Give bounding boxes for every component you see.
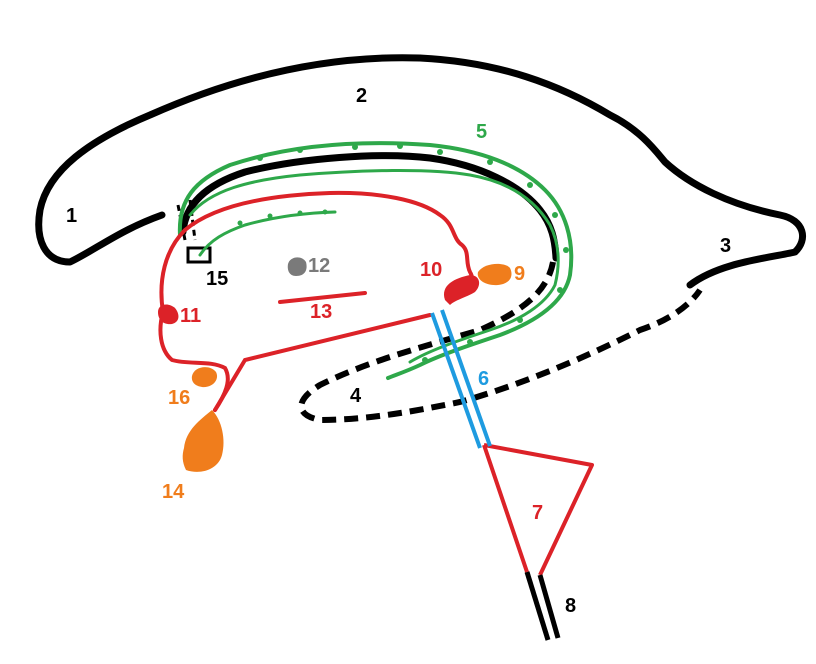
label-3: 3 — [720, 235, 731, 257]
red-13 — [278, 291, 367, 304]
label-10: 10 — [420, 259, 442, 281]
label-7: 7 — [532, 502, 543, 524]
label-2: 2 — [356, 85, 367, 107]
outline-1-2-3 — [35, 54, 807, 289]
gray-blob-12 — [287, 257, 307, 276]
blue-6-b — [440, 309, 492, 447]
dashed-4 — [298, 261, 703, 424]
green-5-outer — [177, 141, 574, 380]
label-6: 6 — [478, 368, 489, 390]
black-8-a — [524, 571, 551, 641]
orange-blob-16 — [191, 367, 218, 388]
label-5: 5 — [476, 121, 487, 143]
label-15: 15 — [206, 268, 228, 290]
orange-blob-14 — [182, 410, 224, 472]
label-16: 16 — [168, 387, 190, 409]
green-5-branch — [198, 210, 337, 257]
box-15 — [186, 246, 212, 264]
red-tract — [213, 313, 432, 412]
label-1: 1 — [66, 205, 77, 227]
label-11: 11 — [180, 305, 201, 327]
blue-6-a — [430, 312, 482, 449]
red-loop — [159, 190, 474, 314]
label-13: 13 — [310, 301, 332, 323]
dashed-box-15 — [176, 199, 197, 241]
green-5-inner — [188, 168, 560, 364]
label-9: 9 — [514, 263, 525, 285]
red-blob-10 — [444, 275, 480, 305]
label-12: 12 — [308, 255, 330, 277]
label-4: 4 — [350, 385, 362, 407]
green-5-curls — [237, 143, 569, 363]
label-8: 8 — [565, 595, 576, 617]
black-8-b — [537, 574, 561, 639]
orange-blob-9 — [477, 263, 512, 286]
red-blob-11 — [158, 304, 179, 325]
red-triangle-7 — [482, 443, 594, 576]
label-14: 14 — [162, 481, 185, 503]
